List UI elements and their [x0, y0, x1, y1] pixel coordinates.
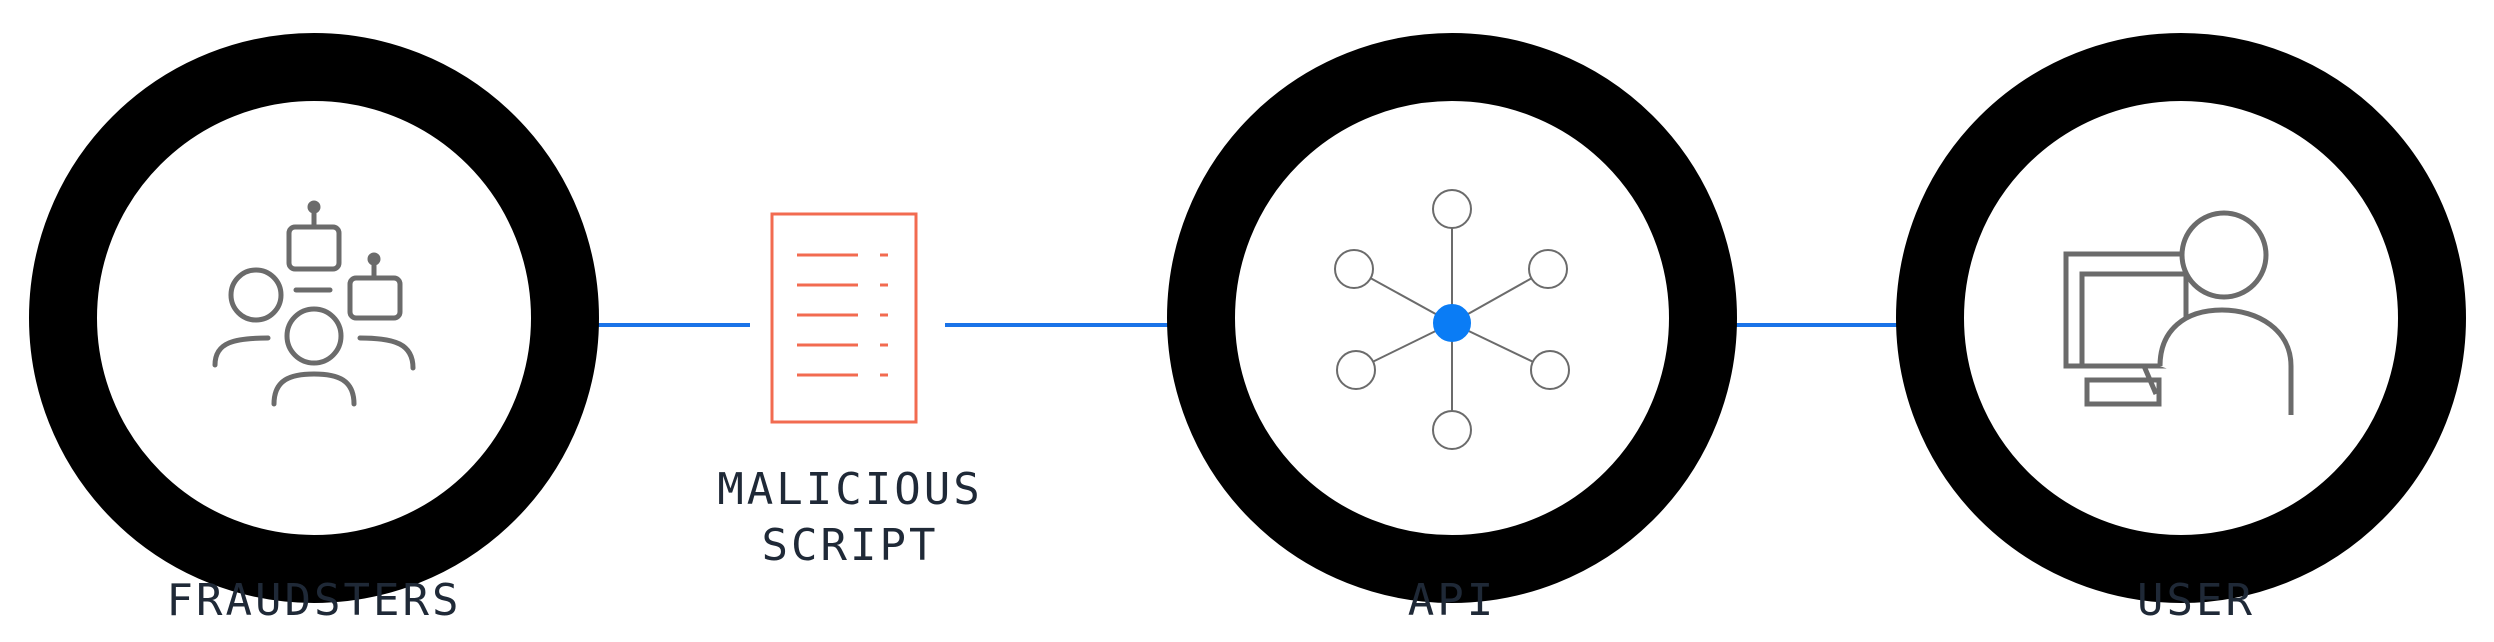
fraudsters-label: FRAUDSTERS: [166, 575, 462, 626]
user-label: USER: [2137, 575, 2255, 626]
network-hub-icon: [1334, 189, 1570, 450]
document-icon: [770, 212, 918, 424]
network-node-icon: [1336, 350, 1376, 390]
user-ring: [1896, 33, 2466, 603]
network-node-icon: [1432, 410, 1472, 450]
network-node-icon: [1334, 249, 1374, 289]
network-node-icon: [1432, 189, 1472, 229]
malicious-script-label-line1: MALICIOUS: [717, 464, 983, 515]
hub-node-icon: [1433, 304, 1471, 342]
user-computer-icon: [2063, 210, 2294, 415]
api-label: API: [1407, 575, 1497, 626]
malicious-script-label-line2: SCRIPT: [761, 520, 939, 571]
network-node-icon: [1530, 350, 1570, 390]
fraudsters-group-icon: [212, 200, 416, 407]
network-node-icon: [1528, 249, 1568, 289]
fraudsters-ring: [29, 33, 599, 603]
